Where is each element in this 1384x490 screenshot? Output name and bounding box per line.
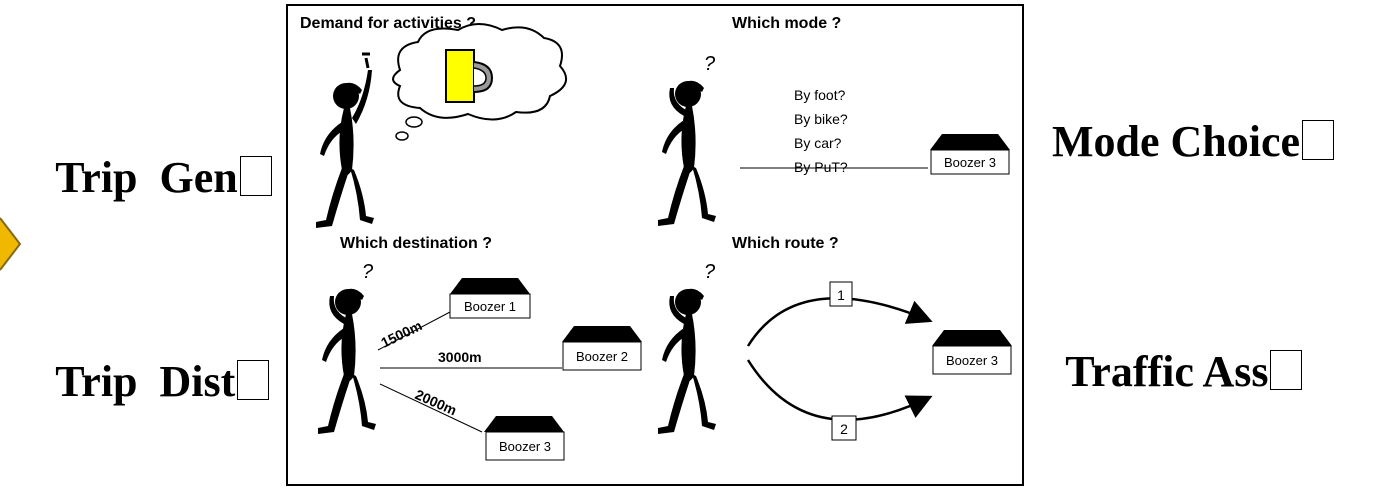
trip-distribution-text: Trip Dist bbox=[55, 357, 236, 406]
distance-label: 1500m bbox=[378, 317, 424, 350]
four-step-model-panel: Demand for activities ? Which mode ? ? B… bbox=[286, 4, 1024, 486]
boozer-label: Boozer 2 bbox=[576, 349, 628, 364]
beer-glass bbox=[445, 49, 475, 103]
checkbox-glyph bbox=[1270, 350, 1303, 390]
boozer-box bbox=[932, 345, 1012, 375]
stick-figure-thinking: ? bbox=[658, 53, 716, 226]
boozer-box bbox=[485, 431, 565, 461]
distance-label: 3000m bbox=[438, 349, 482, 365]
panel-illustration: Demand for activities ? Which mode ? ? B… bbox=[300, 15, 1012, 461]
mode-choice-text: Mode Choice bbox=[1052, 117, 1301, 166]
mode-option: By car? bbox=[794, 135, 842, 151]
route-number-box bbox=[831, 415, 857, 441]
route-1-arrow bbox=[746, 296, 933, 347]
mode-option: By PuT? bbox=[794, 159, 848, 175]
traffic-assignment-label: Traffic Ass bbox=[1044, 306, 1303, 396]
mode-title: Which mode ? bbox=[732, 15, 841, 32]
boozer-label: Boozer 3 bbox=[499, 439, 551, 454]
arrow-right-icon bbox=[0, 217, 22, 271]
distance-label: 2000m bbox=[413, 386, 459, 418]
house-icon bbox=[930, 134, 1010, 150]
house-icon bbox=[932, 330, 1012, 346]
beer-mug-icon bbox=[445, 49, 494, 103]
house-icon bbox=[484, 416, 564, 432]
boozer-label: Boozer 3 bbox=[946, 353, 998, 368]
trip-distribution-label: Trip Dist bbox=[34, 316, 270, 406]
stick-figure-pointing bbox=[316, 52, 374, 228]
boozer-box bbox=[562, 341, 642, 371]
trip-generation-label: Trip Gen bbox=[34, 112, 272, 200]
route-number: 2 bbox=[840, 421, 848, 437]
demand-title: Demand for activities ? bbox=[300, 15, 476, 32]
boozer-label: Boozer 3 bbox=[944, 155, 996, 170]
checkbox-glyph bbox=[239, 156, 272, 196]
mode-option: By foot? bbox=[794, 87, 846, 103]
route-number: 1 bbox=[837, 287, 845, 303]
house-icon bbox=[450, 278, 530, 294]
question-mark-icon: ? bbox=[704, 53, 716, 75]
stick-figure-thinking: ? bbox=[658, 261, 716, 434]
house-icon bbox=[562, 326, 642, 342]
arrow-shape bbox=[0, 217, 22, 271]
checkbox-glyph bbox=[237, 360, 270, 400]
mode-choice-label: Mode Choice bbox=[1030, 76, 1335, 166]
boozer-box bbox=[930, 149, 1010, 175]
boozer-label: Boozer 1 bbox=[464, 299, 516, 314]
checkbox-glyph bbox=[1302, 120, 1335, 160]
question-mark-icon: ? bbox=[704, 261, 716, 283]
stick-figure-thinking: ? bbox=[318, 261, 376, 434]
destination-title: Which destination ? bbox=[340, 235, 492, 252]
route-number-box bbox=[829, 281, 853, 307]
route-2-arrow bbox=[746, 359, 933, 422]
boozer-box bbox=[449, 293, 531, 319]
mode-option: By bike? bbox=[794, 111, 848, 127]
question-mark-icon: ? bbox=[362, 261, 374, 283]
trip-generation-text: Trip Gen bbox=[55, 153, 238, 202]
traffic-assignment-text: Traffic Ass bbox=[1065, 347, 1269, 396]
route-title: Which route ? bbox=[732, 235, 839, 252]
